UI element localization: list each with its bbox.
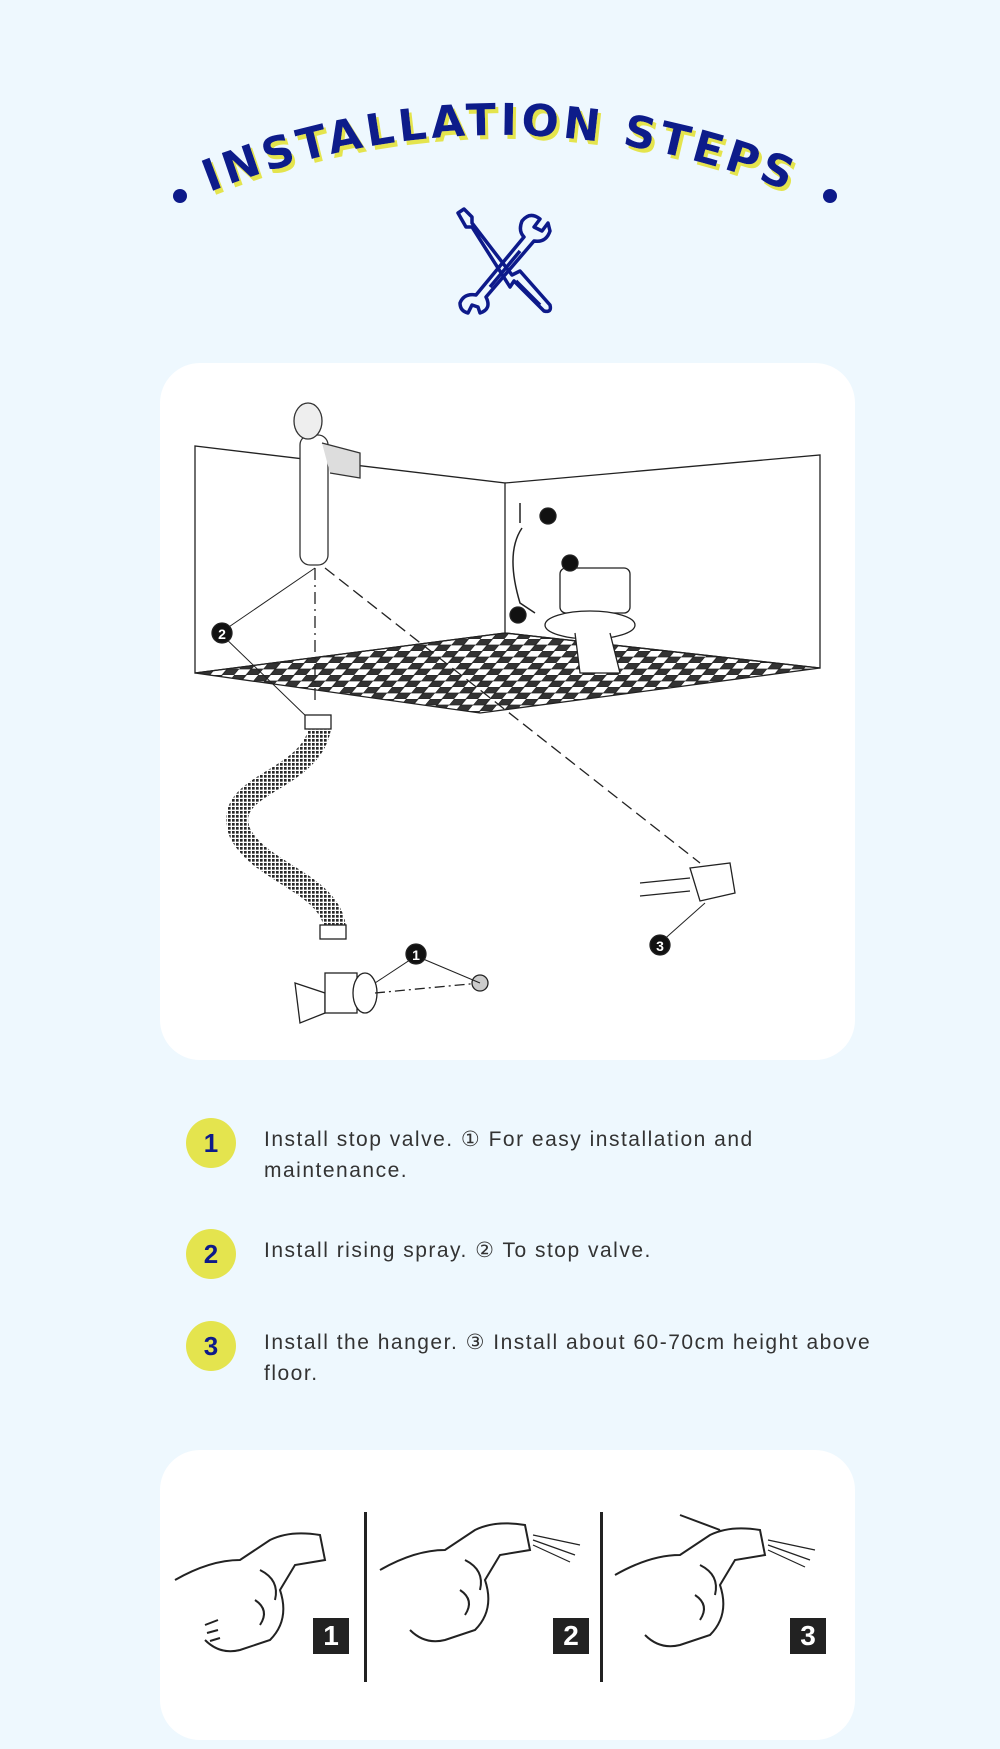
step-1: 1 Install stop valve. ① For easy install…: [186, 1118, 884, 1186]
panel-divider: [364, 1512, 367, 1682]
svg-text:INSTALLATION STEPS: INSTALLATION STEPS: [195, 95, 805, 203]
installation-diagram: 2 1 3: [194, 402, 821, 1024]
dash-line: [324, 567, 701, 864]
callout-2: [211, 622, 233, 644]
wrench-screwdriver-icon: [456, 207, 553, 315]
hose: [226, 725, 346, 931]
callout-2-label: 2: [218, 626, 226, 642]
title-dot-left: [173, 189, 187, 203]
title-dot-right: [823, 189, 837, 203]
right-wall: [504, 454, 821, 669]
hand-panel-3: [614, 1514, 816, 1648]
hose-nut: [319, 924, 347, 940]
installation-diagram-card: 2 1 3: [160, 363, 855, 1060]
callout-1: [405, 943, 427, 965]
floor: [194, 632, 821, 714]
hand-spray-illustrations: [174, 1514, 816, 1653]
panel-divider: [600, 1512, 603, 1682]
hose-nut: [304, 714, 332, 730]
page-title: INSTALLATION STEPS: [195, 95, 801, 203]
step-3: 3 Install the hanger. ③ Install about 60…: [186, 1321, 884, 1389]
step-text: Install the hanger. ③ Install about 60-7…: [264, 1331, 872, 1385]
step-number-badge: 3: [186, 1321, 236, 1371]
hanger: [639, 862, 736, 902]
panel-number-3: 3: [790, 1618, 826, 1654]
step-text: Install rising spray. ② To stop valve.: [264, 1239, 652, 1262]
hand-panel-1: [174, 1532, 327, 1653]
callout-3-label: 3: [656, 938, 664, 954]
step-text: Install stop valve. ① For easy installat…: [264, 1128, 754, 1182]
hand-panel-2: [379, 1522, 581, 1643]
step-number-badge: 1: [186, 1118, 236, 1168]
callout-3: [649, 934, 671, 956]
step-2: 2 Install rising spray. ② To stop valve.: [186, 1229, 884, 1279]
panel-number-1: 1: [313, 1618, 349, 1654]
title-arc: INSTALLATION STEPS: [173, 95, 837, 203]
stop-valve: [294, 972, 378, 1024]
panel-number-2: 2: [553, 1618, 589, 1654]
mini-hose: [512, 503, 536, 614]
toilet: [544, 567, 636, 674]
step-number-badge: 2: [186, 1229, 236, 1279]
usage-panels-card: 1 2 3: [160, 1450, 855, 1740]
callout-1-label: 1: [412, 947, 420, 963]
spray-head: [293, 402, 361, 566]
